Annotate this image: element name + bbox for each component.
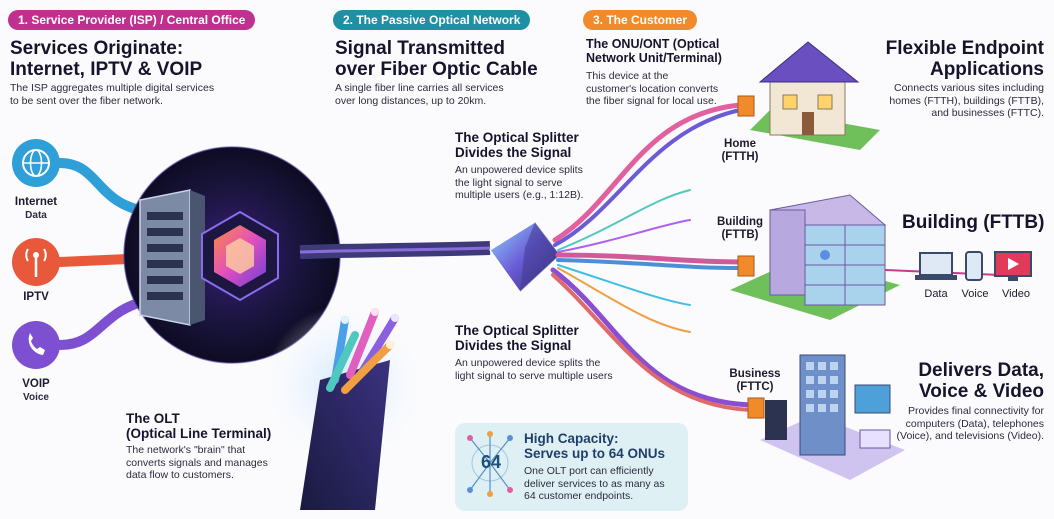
isp-title: Services Originate: Internet, IPTV & VOI… [10, 38, 203, 80]
olt-rack [139, 189, 205, 326]
building-label: Building (FTTB) [717, 216, 763, 241]
splitter-bottom-description: An unpowered device splits the light sig… [455, 357, 613, 382]
television-icon [994, 251, 1032, 281]
olt-chip [201, 210, 279, 302]
antenna-icon [12, 238, 60, 286]
capacity-hub-icon [467, 431, 513, 497]
business-illustration [760, 354, 905, 480]
section-badge-isp: 1. Service Provider (ISP) / Central Offi… [8, 10, 256, 30]
fiber-title: Signal Transmitted over Fiber Optic Cabl… [335, 38, 538, 80]
home-illustration [750, 41, 880, 150]
capacity-description: One OLT port can efficiently deliver ser… [524, 465, 665, 502]
laptop-icon [915, 252, 957, 280]
phone-icon [12, 321, 60, 369]
delivers-description: Provides final connectivity for computer… [896, 405, 1044, 442]
isp-description: The ISP aggregates multiple digital serv… [10, 82, 215, 107]
splitter-output-fibers [550, 102, 753, 412]
endpoints-description: Connects various sites including homes (… [889, 82, 1044, 119]
business-label: Business (FTTC) [729, 368, 781, 393]
device-label-video: Video [1002, 288, 1030, 300]
service-label-voip: VOIP Voice [22, 378, 50, 403]
capacity-title: High Capacity: Serves up to 64 ONUs [524, 431, 666, 461]
building-illustration [730, 194, 1001, 320]
splitter-top-title: The Optical Splitter Divides the Signal [455, 130, 579, 160]
onu-box-home [737, 95, 755, 117]
splitter-bottom-title: The Optical Splitter Divides the Signal [455, 323, 579, 353]
splitter-top-description: An unpowered device splits the light sig… [455, 164, 584, 201]
olt-description: The network's "brain" that converts sign… [126, 444, 268, 481]
device-label-data: Data [924, 288, 948, 300]
service-label-internet: Internet Data [14, 196, 58, 221]
capacity-number: 64 [480, 452, 502, 472]
fiber-trunk-core [299, 246, 491, 254]
optical-splitter-prism [489, 221, 561, 293]
onu-description: This device at the customer's location c… [586, 70, 719, 107]
home-label: Home (FTTH) [721, 138, 759, 163]
device-label-voice: Voice [961, 288, 989, 300]
onu-box-building [737, 255, 755, 277]
building-heading: Building (FTTB) [902, 212, 1045, 233]
onu-title: The ONU/ONT (Optical Network Unit/Termin… [586, 37, 722, 65]
service-label-iptv: IPTV [23, 291, 49, 303]
endpoints-title: Flexible Endpoint Applications [885, 38, 1044, 80]
fiber-description: A single fiber line carries all services… [335, 82, 504, 107]
onu-box-business [747, 397, 765, 419]
olt-title: The OLT (Optical Line Terminal) [126, 411, 272, 441]
section-badge-pon: 2. The Passive Optical Network [333, 10, 531, 30]
fiber-cable-bundle [265, 305, 425, 510]
globe-icon [12, 139, 60, 187]
section-badge-customer: 3. The Customer [583, 10, 698, 30]
delivers-title: Delivers Data, Voice & Video [918, 360, 1044, 402]
capacity-card [455, 423, 688, 511]
smartphone-icon [965, 251, 983, 281]
